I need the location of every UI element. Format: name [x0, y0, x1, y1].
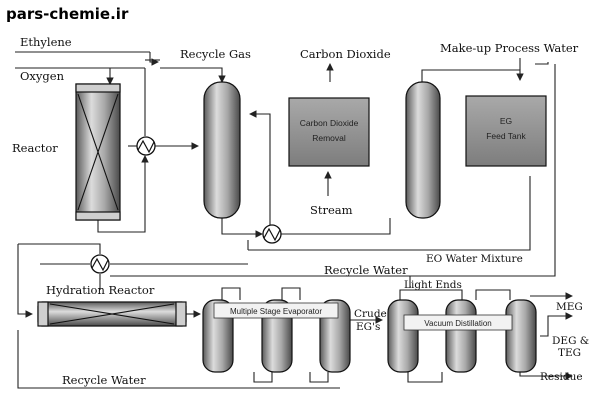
distillation-column-1	[387, 299, 419, 373]
carbon-dioxide-label: Carbon Dioxide	[300, 47, 391, 61]
distillation-column-3	[505, 299, 537, 373]
absorber-bottom	[221, 218, 263, 238]
brand-watermark: pars-chemie.ir	[6, 5, 129, 23]
dist-link-1	[407, 372, 443, 383]
co2-removal-unit: Carbon Dioxide Removal	[288, 97, 370, 167]
hx3-top	[18, 243, 101, 254]
light-ends-top	[399, 289, 463, 300]
recycle-water-mid	[110, 64, 556, 277]
evap-link-3	[253, 372, 273, 383]
ethylene-label: Ethylene	[20, 35, 72, 49]
absorber-column	[203, 81, 241, 219]
dist-link-2	[475, 289, 511, 300]
light-ends-label: Light Ends	[404, 279, 462, 291]
crude-egs-label-1: Crude	[354, 308, 387, 320]
heat-exchanger-1	[136, 136, 156, 156]
residue-label: Residue	[540, 371, 583, 383]
deg-out	[540, 312, 573, 337]
distillation-column-2	[445, 299, 477, 373]
crude-egs-label-2: EG's	[356, 321, 380, 333]
oxygen-label: Oxygen	[20, 69, 65, 83]
hx2-to-absorber	[249, 110, 271, 226]
recycle-gas-line	[160, 67, 226, 83]
hydration-reactor-label: Hydration Reactor	[46, 283, 155, 297]
eg-tank-label-1: EG	[500, 116, 512, 126]
recycle-water-mid-label: Recycle Water	[324, 263, 408, 277]
reactor-label: Reactor	[12, 141, 58, 155]
reactor-inlet	[106, 67, 128, 85]
evaporator-label-box: Multiple Stage Evaporator	[213, 302, 339, 319]
eo-water-line	[248, 176, 531, 251]
evap-link-2	[281, 287, 301, 300]
stripper-column	[405, 81, 441, 219]
labels: Ethylene Oxygen Reactor Recycle Gas Carb…	[12, 35, 589, 387]
recycle-gas-label: Recycle Gas	[180, 47, 251, 61]
co2-removal-label-1: Carbon Dioxide	[300, 118, 359, 128]
distillation-label-box: Vacuum Distillation	[403, 314, 513, 331]
makeup-water-label: Make-up Process Water	[440, 41, 579, 55]
hydration-reactor	[37, 301, 187, 327]
eg-tank-label-2: Feed Tank	[486, 131, 526, 141]
recycle-water-bottom-label: Recycle Water	[62, 373, 146, 387]
eo-water-mixture-label: EO Water Mixture	[426, 253, 523, 265]
ethylene-join	[149, 52, 159, 66]
hx2-to-stripper	[280, 218, 391, 235]
deg-teg-label-1: DEG &	[552, 335, 589, 347]
reactor	[75, 83, 121, 221]
heat-exchanger-3	[90, 254, 110, 274]
stripper-top	[421, 69, 524, 82]
hydration-feed	[17, 244, 33, 318]
recycle-return	[535, 62, 549, 65]
evaporator-label: Multiple Stage Evaporator	[230, 307, 322, 316]
heat-exchanger-2	[262, 224, 282, 244]
distillation-label: Vacuum Distillation	[424, 319, 491, 328]
meg-label: MEG	[556, 301, 583, 313]
co2-removal-label-2: Removal	[312, 133, 346, 143]
steam-label: Stream	[310, 203, 353, 217]
residue-out	[519, 372, 573, 380]
recycle-water-bottom	[17, 330, 340, 389]
reactor-outlet	[97, 155, 149, 233]
pipes	[15, 51, 573, 389]
eg-feed-tank: EG Feed Tank	[465, 95, 547, 167]
evap-link-1	[221, 287, 241, 300]
evap-link-4	[309, 372, 329, 383]
deg-teg-label-2: TEG	[558, 347, 581, 359]
